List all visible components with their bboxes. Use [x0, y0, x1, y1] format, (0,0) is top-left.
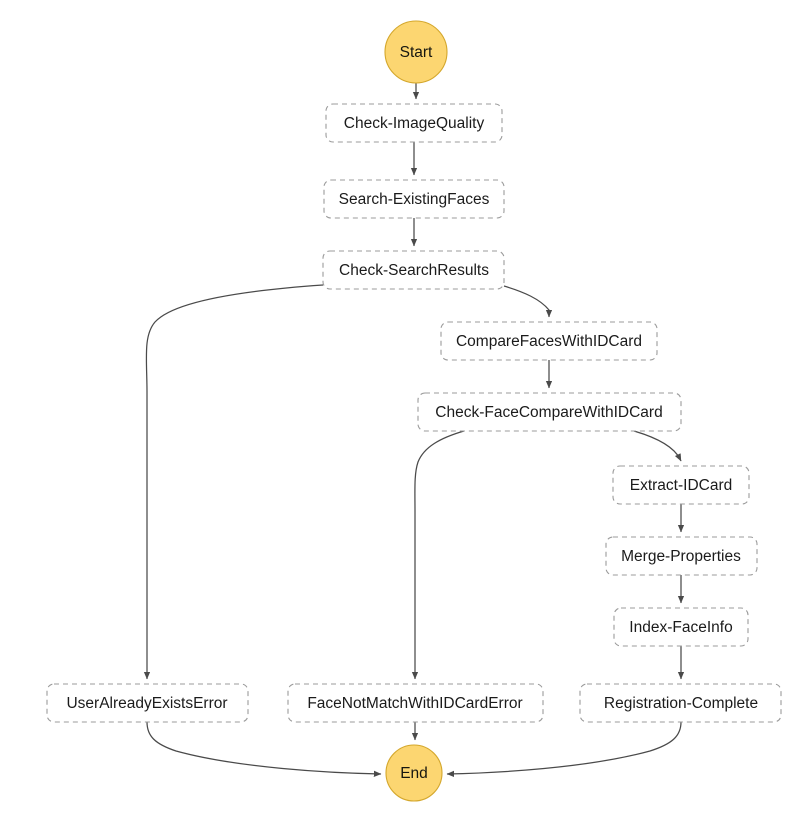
node-facenotmatchwithidcarderror[interactable]: FaceNotMatchWithIDCardError — [287, 683, 544, 723]
end-circle[interactable] — [385, 744, 443, 802]
node-useralreadyexistserror-label: UserAlreadyExistsError — [66, 695, 227, 712]
node-check-searchresults-label: Check-SearchResults — [339, 262, 489, 279]
node-check-imagequality-label: Check-ImageQuality — [344, 115, 485, 132]
node-extract-idcard-label: Extract-IDCard — [630, 477, 733, 494]
node-start[interactable]: Start — [384, 20, 448, 84]
node-index-faceinfo[interactable]: Index-FaceInfo — [613, 607, 749, 647]
registration-complete-box[interactable] — [579, 683, 782, 723]
edge-check-searchresults-to-useralreadyexistserror — [143, 284, 324, 680]
nodes-layer: Start Check-ImageQuality Search-Existing… — [46, 20, 782, 802]
index-faceinfo-box[interactable] — [613, 607, 749, 647]
edge-check-facecomparewithidcard-to-facenotmatchwithidcarderror — [411, 430, 465, 680]
check-imagequality-box[interactable] — [325, 103, 503, 143]
start-circle[interactable] — [384, 20, 448, 84]
node-registration-complete[interactable]: Registration-Complete — [579, 683, 782, 723]
node-search-existingfaces[interactable]: Search-ExistingFaces — [323, 179, 505, 219]
node-check-searchresults[interactable]: Check-SearchResults — [322, 250, 505, 290]
check-searchresults-box[interactable] — [322, 250, 505, 290]
useralreadyexistserror-box[interactable] — [46, 683, 249, 723]
node-check-facecomparewithidcard-label: Check-FaceCompareWithIDCard — [435, 404, 662, 421]
node-registration-complete-label: Registration-Complete — [604, 695, 758, 712]
node-useralreadyexistserror[interactable]: UserAlreadyExistsError — [46, 683, 249, 723]
node-check-facecomparewithidcard[interactable]: Check-FaceCompareWithIDCard — [417, 392, 682, 432]
edges-layer — [143, 83, 685, 778]
extract-idcard-box[interactable] — [612, 465, 750, 505]
node-merge-properties-label: Merge-Properties — [621, 548, 741, 565]
search-existingfaces-box[interactable] — [323, 179, 505, 219]
comparefaceswithidcard-box[interactable] — [440, 321, 658, 361]
node-end[interactable]: End — [385, 744, 443, 802]
node-comparefaceswithidcard-label: CompareFacesWithIDCard — [456, 333, 642, 350]
check-facecomparewithidcard-box[interactable] — [417, 392, 682, 432]
edge-check-searchresults-to-comparefaceswithidcard — [503, 285, 553, 318]
node-index-faceinfo-label: Index-FaceInfo — [629, 619, 732, 636]
node-merge-properties[interactable]: Merge-Properties — [605, 536, 758, 576]
node-end-label: End — [400, 765, 428, 782]
edge-registration-complete-to-end — [446, 721, 682, 778]
merge-properties-box[interactable] — [605, 536, 758, 576]
node-facenotmatchwithidcarderror-label: FaceNotMatchWithIDCardError — [307, 695, 522, 712]
node-start-label: Start — [400, 44, 433, 61]
node-comparefaceswithidcard[interactable]: CompareFacesWithIDCard — [440, 321, 658, 361]
edge-check-facecomparewithidcard-to-extract-idcard — [633, 430, 682, 462]
edge-useralreadyexistserror-to-end — [146, 721, 382, 778]
node-extract-idcard[interactable]: Extract-IDCard — [612, 465, 750, 505]
facenotmatchwithidcarderror-box[interactable] — [287, 683, 544, 723]
node-search-existingfaces-label: Search-ExistingFaces — [339, 191, 490, 208]
node-check-imagequality[interactable]: Check-ImageQuality — [325, 103, 503, 143]
